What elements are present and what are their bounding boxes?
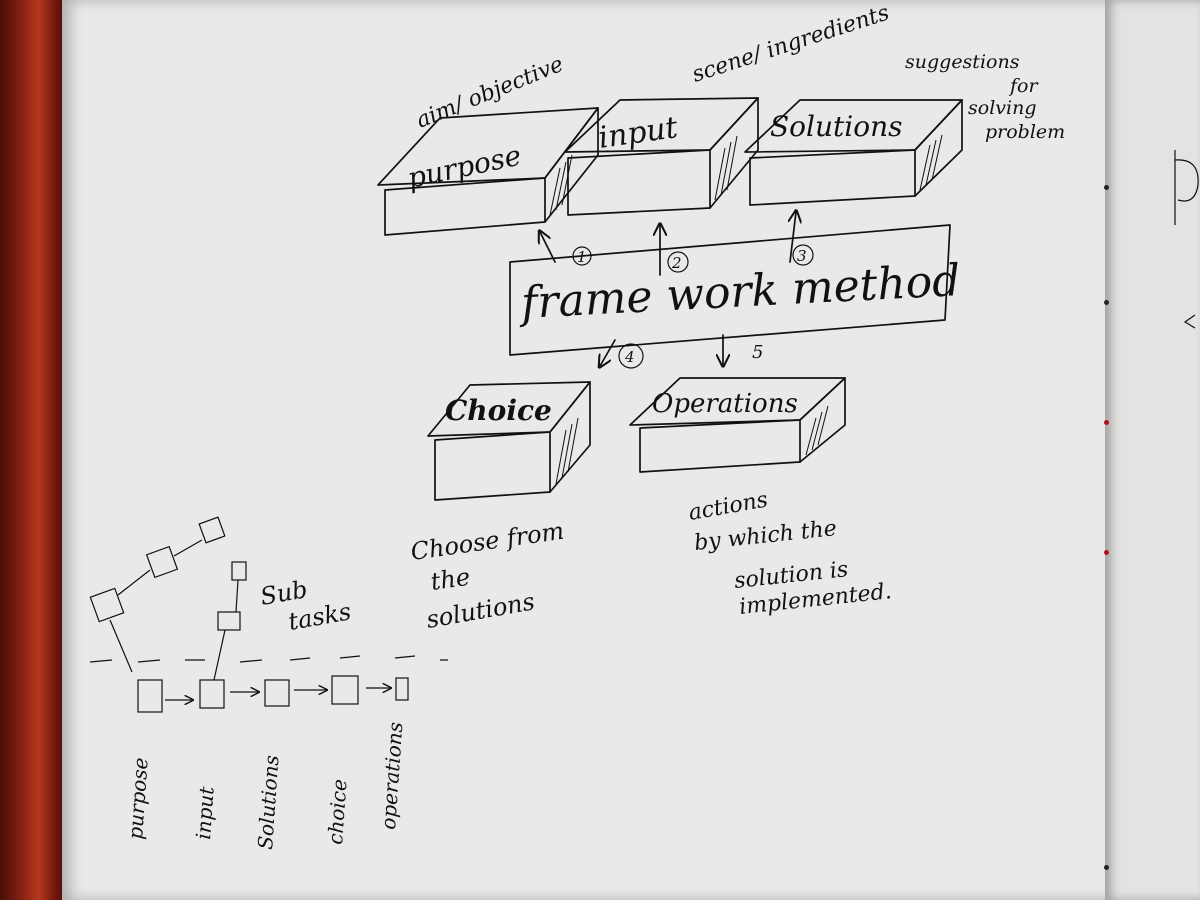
svg-text:3: 3	[797, 247, 807, 265]
binding-stitch	[1104, 865, 1109, 870]
flow-chain	[137, 675, 409, 713]
svg-text:Choose from: Choose from	[409, 517, 566, 566]
choice-label: Choice	[445, 394, 552, 427]
subtasks-label: Sub tasks	[258, 575, 353, 636]
svg-text:solving: solving	[968, 97, 1036, 119]
notebook-page	[62, 0, 1112, 900]
svg-text:the: the	[429, 563, 472, 596]
binding-stitch	[1104, 420, 1109, 425]
svg-text:operations: operations	[376, 721, 407, 830]
operations-label: Operations	[652, 389, 798, 419]
facing-page	[1105, 0, 1200, 900]
svg-text:by which the: by which the	[693, 516, 838, 556]
input-box: input	[564, 97, 759, 216]
notebook-cover-spine	[0, 0, 70, 900]
svg-text:actions: actions	[687, 487, 770, 526]
svg-text:problem: problem	[985, 121, 1065, 143]
svg-text:input: input	[191, 785, 219, 841]
svg-text:1: 1	[577, 248, 587, 266]
svg-text:Solutions: Solutions	[253, 754, 284, 850]
purpose-box: purpose	[377, 107, 599, 236]
facing-page-sketch	[1174, 150, 1199, 225]
arrow-3	[790, 212, 796, 263]
binding-stitch	[1104, 185, 1109, 190]
binding-stitch	[1104, 300, 1109, 305]
arrow-number: 1 2 3 4 5	[572, 244, 814, 369]
input-note: scene/ ingredients	[689, 0, 892, 87]
solutions-label: Solutions	[770, 110, 903, 143]
operations-note: actions by which the solution is impleme…	[687, 487, 893, 620]
facing-page-sketch	[1183, 314, 1196, 329]
framework-method-box: frame work method	[509, 224, 962, 356]
subtask-chain	[89, 516, 247, 681]
choice-box: Choice	[427, 381, 591, 501]
framework-method-label: frame work method	[517, 255, 962, 329]
arrow-4	[600, 339, 616, 366]
binding-stitch	[1104, 550, 1109, 555]
solutions-note: suggestions for solving problem	[905, 51, 1065, 143]
choice-note: Choose from the solutions	[409, 517, 566, 634]
svg-text:choice: choice	[323, 778, 352, 845]
svg-text:purpose: purpose	[123, 757, 153, 841]
operations-box: Operations	[629, 377, 846, 473]
svg-text:2: 2	[671, 254, 682, 272]
svg-text:5: 5	[752, 342, 763, 363]
svg-text:for: for	[1008, 75, 1039, 97]
input-label: input	[596, 110, 681, 156]
dashed-line	[89, 655, 448, 663]
arrow-1	[540, 232, 556, 263]
purpose-label: purpose	[405, 139, 524, 195]
solutions-box: Solutions	[744, 99, 963, 206]
svg-text:suggestions: suggestions	[905, 51, 1020, 73]
flow-labels: purpose input Solutions choice operation…	[123, 721, 407, 850]
svg-text:4: 4	[624, 348, 635, 366]
